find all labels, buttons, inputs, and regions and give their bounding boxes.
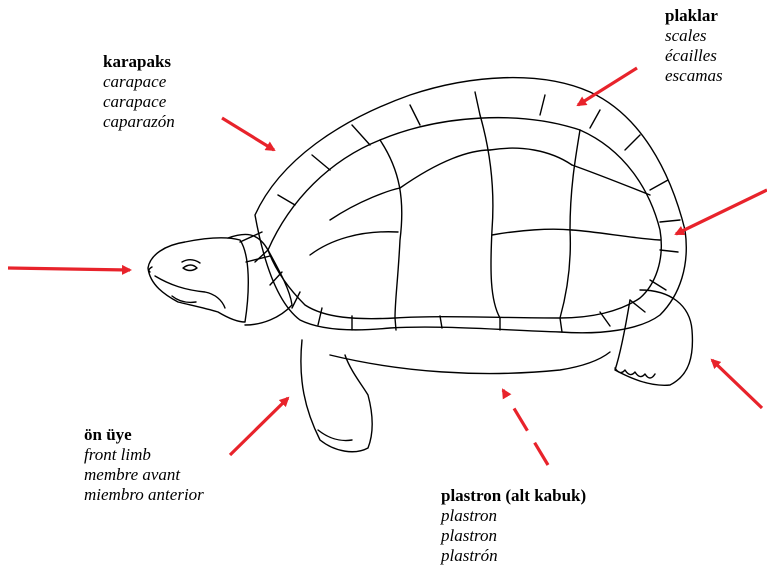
arrow-carapace [222,118,274,150]
carapace-outline [255,78,686,333]
plastron-outline [330,352,610,374]
label-plastron-fr: plastron [441,526,586,546]
label-plastron-es: plastrón [441,546,586,566]
label-front-limb-es: miembro anterior [84,485,204,505]
arrow-head [8,268,130,270]
vertebral-line [380,140,402,318]
arrow-scales [578,68,637,105]
label-scales: plaklar scales écailles escamas [665,6,723,86]
arrow-front-limb [230,398,288,455]
label-plastron-title: plastron (alt kabuk) [441,486,586,506]
arrow-marginal [676,190,767,234]
label-carapace-es: caparazón [103,112,175,132]
label-plastron: plastron (alt kabuk) plastron plastron p… [441,486,586,566]
neck [228,234,292,325]
label-front-limb-title: ön üye [84,425,204,445]
hind-leg [615,290,692,385]
hind-claws [615,368,655,378]
label-plastron-en: plastron [441,506,586,526]
label-scales-fr: écailles [665,46,723,66]
label-scales-title: plaklar [665,6,723,26]
label-scales-es: escamas [665,66,723,86]
label-carapace-en: carapace [103,72,175,92]
label-carapace: karapaks carapace carapace caparazón [103,52,175,132]
label-carapace-title: karapaks [103,52,175,72]
front-leg-inner [318,430,352,441]
arrow-hind-limb [712,360,762,408]
mouth [155,276,225,308]
marginal-band [268,118,661,319]
eye [183,265,197,271]
label-front-limb-en: front limb [84,445,204,465]
label-scales-en: scales [665,26,723,46]
label-carapace-fr: carapace [103,92,175,112]
label-front-limb-fr: membre avant [84,465,204,485]
arrow-plastron [503,390,548,465]
label-front-limb: ön üye front limb membre avant miembro a… [84,425,204,505]
